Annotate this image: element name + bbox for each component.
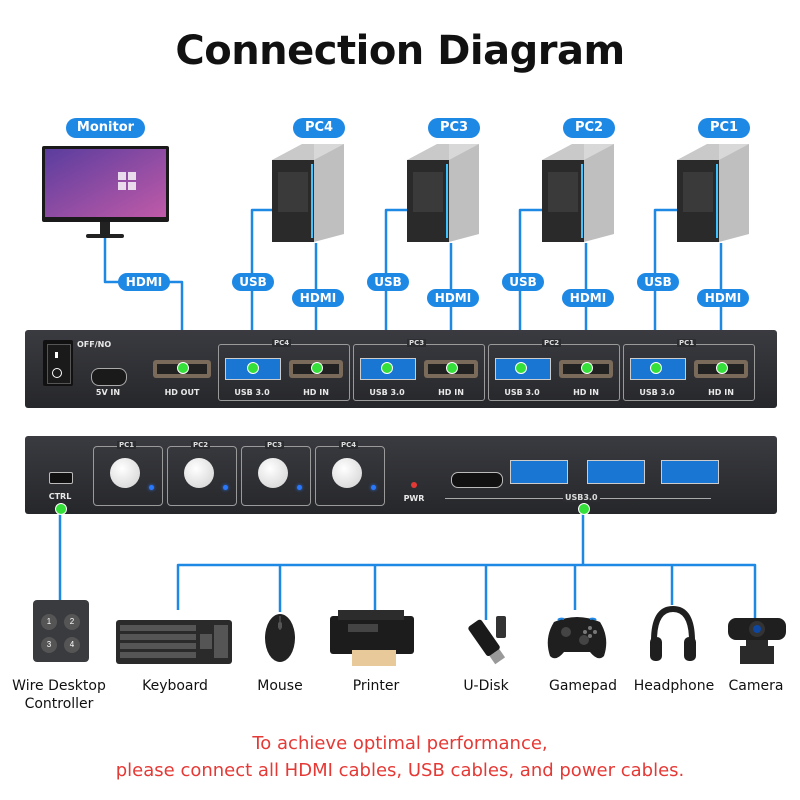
pc1-group-label: PC1	[677, 339, 697, 347]
pc2-button-label: PC2	[191, 441, 211, 449]
pc2-group-label: PC2	[542, 339, 562, 347]
pc1-usb-node	[650, 362, 662, 374]
pc3-hdmi-label: HDMI	[427, 289, 479, 307]
headphone-icon	[650, 605, 696, 661]
ctrl-node	[55, 503, 67, 515]
usb-c-port[interactable]	[451, 472, 503, 488]
pc2-tower-icon	[542, 144, 614, 242]
front-usb-port-1[interactable]	[510, 460, 568, 484]
printer-icon	[330, 610, 414, 666]
power-led-label: PWR	[403, 494, 425, 503]
page-title: Connection Diagram	[175, 28, 625, 74]
pc3-group-label: PC3	[407, 339, 427, 347]
pc2-usb-node	[515, 362, 527, 374]
front-usb-port-2[interactable]	[587, 460, 645, 484]
mouse-label: Mouse	[257, 678, 303, 694]
controller-key-2: 2	[64, 614, 80, 630]
pc1-hdmi-label: HDMI	[697, 289, 749, 307]
pc4-led	[371, 485, 376, 490]
gamepad-icon	[547, 617, 607, 659]
pc1-led	[149, 485, 154, 490]
pc1-usb-port-label: USB 3.0	[639, 388, 675, 397]
pc2-label: PC2	[563, 118, 615, 138]
monitor-label: Monitor	[66, 118, 145, 138]
camera-label: Camera	[728, 678, 784, 694]
pc3-label: PC3	[428, 118, 480, 138]
wire-controller-icon: 1 2 3 4	[33, 600, 89, 662]
pc1-button-label: PC1	[117, 441, 137, 449]
pc3-led	[297, 485, 302, 490]
controller-key-1: 1	[41, 614, 57, 630]
ctrl-port[interactable]	[49, 472, 73, 484]
pc2-usb-port-label: USB 3.0	[504, 388, 540, 397]
pc4-tower-icon	[272, 144, 344, 242]
pc1-hdmi-node	[716, 362, 728, 374]
gamepad-label: Gamepad	[548, 678, 618, 694]
pc1-hdmi-port-label: HD IN	[708, 388, 734, 397]
pc4-usb-port-label: USB 3.0	[234, 388, 270, 397]
note-line-1: To achieve optimal performance,	[252, 733, 548, 754]
pc1-tower-icon	[677, 144, 749, 242]
pc1-usb-label: USB	[637, 273, 679, 291]
pc2-hdmi-port-label: HD IN	[573, 388, 599, 397]
pc3-hdmi-port-label: HD IN	[438, 388, 464, 397]
kvm-back-panel: OFF/NO 5V IN HD OUT PC4 PC3 PC2 PC1 USB …	[25, 330, 777, 408]
pc3-hdmi-node	[446, 362, 458, 374]
pc4-select-button[interactable]	[332, 458, 362, 488]
wire-controller-label-line1: Wire Desktop	[12, 678, 106, 694]
kvm-front-panel: CTRL PC1 PC2 PC3 PC4 PWR USB3.0	[25, 436, 777, 514]
pc4-group-label: PC4	[272, 339, 292, 347]
keyboard-label: Keyboard	[142, 678, 208, 694]
pc4-hdmi-node	[311, 362, 323, 374]
power-switch-label: OFF/NO	[77, 340, 112, 349]
pc4-hdmi-label: HDMI	[292, 289, 344, 307]
pc1-label: PC1	[698, 118, 750, 138]
pc2-select-button[interactable]	[184, 458, 214, 488]
pc3-button-label: PC3	[265, 441, 285, 449]
power-led	[411, 482, 417, 488]
pc1-select-button[interactable]	[110, 458, 140, 488]
pc4-label: PC4	[293, 118, 345, 138]
pc3-usb-node	[381, 362, 393, 374]
keyboard-icon	[116, 620, 232, 664]
udisk-icon	[468, 616, 506, 665]
controller-key-4: 4	[64, 637, 80, 653]
pc2-hdmi-label: HDMI	[562, 289, 614, 307]
pc4-usb-node	[247, 362, 259, 374]
mouse-icon	[265, 614, 295, 662]
note-line-2: please connect all HDMI cables, USB cabl…	[115, 760, 685, 781]
udisk-label: U-Disk	[463, 678, 509, 694]
power-port-label: 5V IN	[95, 388, 121, 397]
pc4-button-label: PC4	[339, 441, 359, 449]
monitor-hdmi-label: HDMI	[118, 273, 170, 291]
ctrl-port-label: CTRL	[48, 492, 72, 501]
headphone-label: Headphone	[633, 678, 715, 694]
pc4-hdmi-port-label: HD IN	[303, 388, 329, 397]
power-switch[interactable]	[43, 340, 73, 386]
usb-group-label: USB3.0	[563, 493, 600, 502]
pc3-usb-port-label: USB 3.0	[369, 388, 405, 397]
hd-out-label: HD OUT	[164, 388, 200, 397]
wire-controller-label-line2: Controller	[24, 696, 94, 712]
hd-out-node	[177, 362, 189, 374]
pc2-led	[223, 485, 228, 490]
pc2-hdmi-node	[581, 362, 593, 374]
power-port[interactable]	[91, 368, 127, 386]
printer-label: Printer	[352, 678, 400, 694]
usb-hub-node	[578, 503, 590, 515]
pc3-tower-icon	[407, 144, 479, 242]
front-usb-port-3[interactable]	[661, 460, 719, 484]
pc2-usb-label: USB	[502, 273, 544, 291]
pc3-usb-label: USB	[367, 273, 409, 291]
controller-key-3: 3	[41, 637, 57, 653]
monitor-icon	[42, 146, 169, 238]
usb-bus-cable	[176, 563, 757, 620]
pc4-usb-label: USB	[232, 273, 274, 291]
pc3-select-button[interactable]	[258, 458, 288, 488]
camera-icon	[728, 618, 786, 664]
